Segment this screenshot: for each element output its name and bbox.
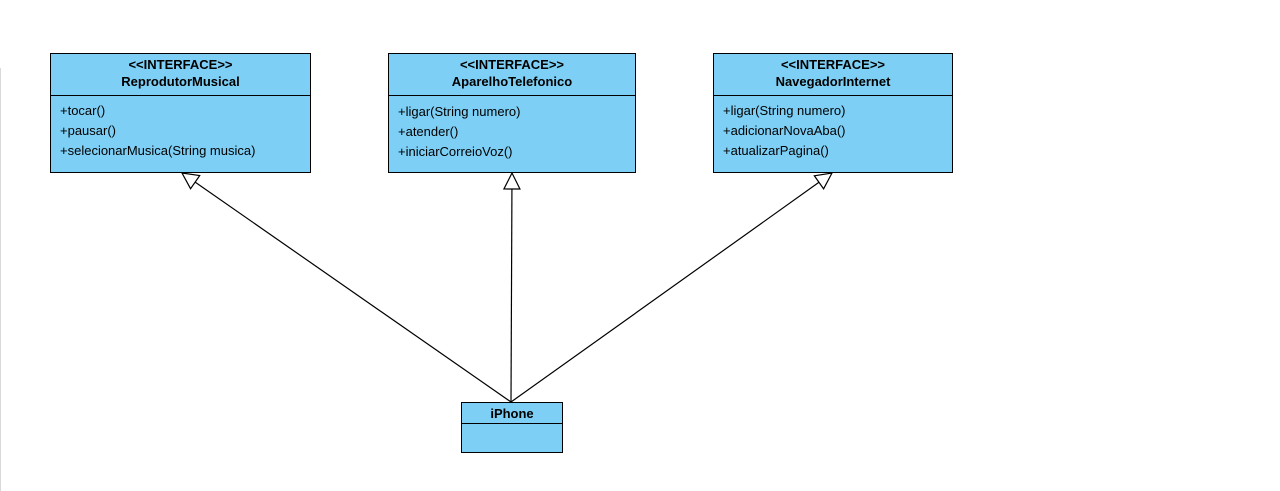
class-member: +tocar()	[60, 103, 106, 118]
class-member: +adicionarNovaAba()	[723, 123, 846, 138]
class-name: iPhone	[490, 406, 534, 421]
class-members: +ligar(String numero) +atender() +inicia…	[389, 96, 635, 162]
class-stereotype: <<INTERFACE>>	[128, 57, 233, 72]
realization-line-navegador-internet	[510, 181, 820, 403]
class-header: <<INTERFACE>> ReprodutorMusical	[51, 54, 310, 96]
class-members: +ligar(String numero) +adicionarNovaAba(…	[714, 96, 952, 161]
interface-reprodutor-musical[interactable]: <<INTERFACE>> ReprodutorMusical +tocar()…	[50, 53, 311, 173]
realization-arrowhead-navegador-internet	[813, 172, 834, 190]
interface-aparelho-telefonico[interactable]: <<INTERFACE>> AparelhoTelefonico +ligar(…	[388, 53, 636, 173]
realization-arrowhead-reprodutor-musical	[180, 172, 201, 190]
class-stereotype: <<INTERFACE>>	[780, 57, 886, 72]
class-member: +selecionarMusica(String musica)	[60, 143, 256, 158]
class-member: +pausar()	[60, 123, 116, 138]
interface-navegador-internet[interactable]: <<INTERFACE>> NavegadorInternet +ligar(S…	[713, 53, 953, 173]
class-member: +ligar(String numero)	[398, 104, 521, 119]
class-member: +iniciarCorreioVoz()	[398, 144, 513, 159]
class-member: +atualizarPagina()	[723, 143, 829, 158]
realization-arrowhead-aparelho-telefonico	[502, 171, 521, 190]
class-name: AparelhoTelefonico	[451, 74, 573, 89]
class-member: +ligar(String numero)	[723, 103, 846, 118]
class-members-empty	[462, 424, 562, 452]
class-header: <<INTERFACE>> AparelhoTelefonico	[389, 54, 635, 96]
realization-line-aparelho-telefonico	[510, 188, 513, 403]
class-header: iPhone	[462, 403, 562, 424]
class-iphone[interactable]: iPhone	[461, 402, 563, 453]
canvas-left-edge	[0, 68, 1, 491]
class-name: NavegadorInternet	[775, 74, 891, 89]
class-member: +atender()	[398, 124, 459, 139]
realization-line-reprodutor-musical	[194, 181, 512, 403]
class-name: ReprodutorMusical	[121, 74, 240, 89]
class-header: <<INTERFACE>> NavegadorInternet	[714, 54, 952, 96]
class-stereotype: <<INTERFACE>>	[459, 57, 565, 72]
class-members: +tocar() +pausar() +selecionarMusica(Str…	[51, 96, 310, 161]
